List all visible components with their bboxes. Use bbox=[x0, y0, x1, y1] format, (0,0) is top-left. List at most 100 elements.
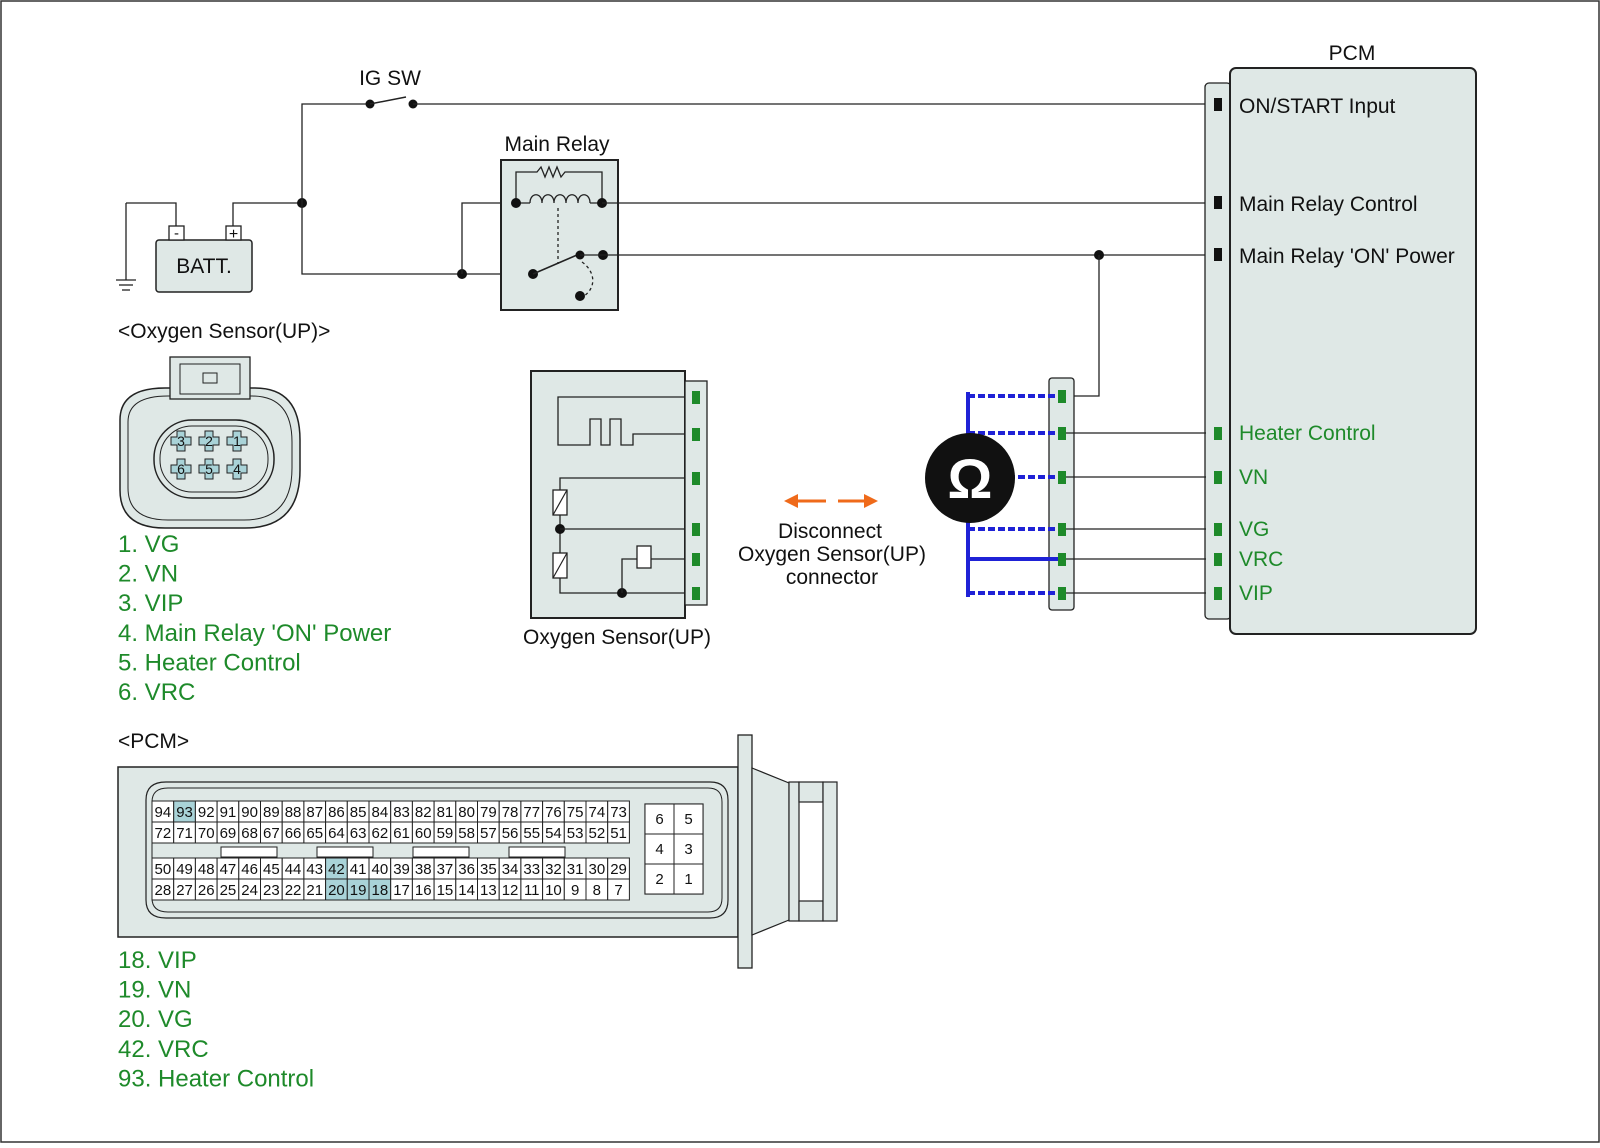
pcm-small-pin-cell bbox=[644, 863, 675, 895]
oxygen-connector-title: <Oxygen Sensor(UP)> bbox=[118, 320, 330, 343]
pcm-connector-pinout-item: 42. VRC bbox=[118, 1036, 209, 1063]
oxygen-connector-pinout-item: 6. VRC bbox=[118, 679, 195, 706]
pcm-pin-number: 32 bbox=[545, 861, 562, 878]
pcm-pin-number: 94 bbox=[155, 804, 172, 821]
pcm-pin-number: 31 bbox=[567, 861, 584, 878]
pcm-pin-number: 28 bbox=[155, 882, 172, 899]
pcm-pin-number: 90 bbox=[241, 804, 258, 821]
oxygen-connector-cavity bbox=[170, 458, 192, 480]
pcm-pin-number: 75 bbox=[567, 804, 584, 821]
pcm-pin-number: 34 bbox=[502, 861, 519, 878]
pcm-pin-number: 23 bbox=[263, 882, 280, 899]
pcm-pin-number: 88 bbox=[285, 804, 302, 821]
pcm-connector-pinout-item: 19. VN bbox=[118, 977, 191, 1004]
pcm-pin-number: 83 bbox=[393, 804, 410, 821]
pcm-pin-number: 21 bbox=[306, 882, 323, 899]
pcm-pin-number: 18 bbox=[372, 882, 389, 899]
pcm-pin-number: 37 bbox=[437, 861, 454, 878]
pcm-connector-pinout-item: 20. VG bbox=[118, 1006, 193, 1033]
pcm-pin-number: 19 bbox=[350, 882, 367, 899]
pcm-module: PCM ON/START Input Main Relay Control Ma… bbox=[1204, 42, 1477, 635]
pcm-title: PCM bbox=[1329, 42, 1376, 65]
pcm-small-pin-cell bbox=[673, 833, 704, 865]
pcm-pin-number: 79 bbox=[480, 804, 497, 821]
pcm-small-pin-number: 5 bbox=[684, 811, 692, 828]
pcm-small-pin-number: 2 bbox=[655, 871, 663, 888]
pcm-pin-number: 30 bbox=[589, 861, 606, 878]
oxygen-connector-cavity-number: 1 bbox=[233, 433, 241, 449]
oxygen-connector-cavity bbox=[198, 458, 220, 480]
oxygen-connector-cavity bbox=[226, 458, 248, 480]
pcm-pin-number: 9 bbox=[571, 882, 579, 899]
pcm-pin-number: 49 bbox=[176, 861, 193, 878]
pcm-pin-number: 22 bbox=[285, 882, 302, 899]
pcm-pin-number: 43 bbox=[306, 861, 323, 878]
pcm-pin-number: 50 bbox=[155, 861, 172, 878]
pcm-pin-on-start-input: ON/START Input bbox=[1239, 95, 1396, 118]
pcm-pin-number: 7 bbox=[614, 882, 622, 899]
pcm-pin-number: 17 bbox=[393, 882, 410, 899]
pcm-pin-number: 45 bbox=[263, 861, 280, 878]
pcm-pin-number: 12 bbox=[502, 882, 519, 899]
disconnect-instruction-line-3: connector bbox=[786, 566, 878, 589]
pcm-pin-number: 53 bbox=[567, 825, 584, 842]
pcm-pin-number: 57 bbox=[480, 825, 497, 842]
oxygen-connector-pinout-item: 2. VN bbox=[118, 561, 178, 588]
pcm-pin-number: 33 bbox=[523, 861, 540, 878]
pcm-pin-number: 69 bbox=[220, 825, 237, 842]
ohmmeter-symbol: Ω bbox=[948, 447, 993, 510]
oxygen-connector-cavity bbox=[198, 430, 220, 452]
ground-icon bbox=[116, 279, 136, 291]
pcm-pin-number: 93 bbox=[176, 804, 193, 821]
pcm-pin-number: 14 bbox=[458, 882, 475, 899]
pcm-pin-number: 56 bbox=[502, 825, 519, 842]
pcm-pin-number: 60 bbox=[415, 825, 432, 842]
pcm-pin-number: 11 bbox=[524, 882, 540, 899]
pcm-pin-number: 42 bbox=[328, 861, 345, 878]
pcm-pin-number: 91 bbox=[220, 804, 237, 821]
power-supply-circuit: - + BATT. IG SW bbox=[116, 67, 1206, 293]
main-relay: Main Relay bbox=[500, 133, 619, 311]
pcm-pin-cell bbox=[607, 878, 630, 901]
pcm-small-pin-number: 6 bbox=[655, 811, 663, 828]
pcm-small-pin-number: 4 bbox=[655, 841, 663, 858]
pcm-pin-number: 48 bbox=[198, 861, 215, 878]
pcm-pin-number: 25 bbox=[220, 882, 237, 899]
oxygen-connector-pinout-item: 4. Main Relay 'ON' Power bbox=[118, 620, 391, 647]
oxygen-connector-cavity-number: 2 bbox=[205, 433, 213, 449]
pcm-pin-number: 52 bbox=[589, 825, 606, 842]
oxygen-connector-cavity-number: 4 bbox=[233, 461, 241, 477]
pcm-pin-number: 66 bbox=[285, 825, 302, 842]
pcm-pin-number: 44 bbox=[285, 861, 302, 878]
pcm-pin-number: 61 bbox=[393, 825, 410, 842]
pcm-pin-number: 67 bbox=[263, 825, 280, 842]
battery-plus-sign: + bbox=[229, 226, 238, 243]
battery-icon: - + BATT. bbox=[155, 225, 253, 293]
oxygen-connector-cavity-number: 6 bbox=[177, 461, 185, 477]
pcm-pin-number: 20 bbox=[328, 882, 345, 899]
pcm-pin-number: 13 bbox=[480, 882, 497, 899]
pcm-pin-number: 39 bbox=[393, 861, 410, 878]
pcm-pin-number: 8 bbox=[593, 882, 601, 899]
pcm-pin-heater-control: Heater Control bbox=[1239, 422, 1376, 445]
pcm-pin-number: 72 bbox=[155, 825, 172, 842]
oxygen-sensor-label: Oxygen Sensor(UP) bbox=[523, 626, 711, 649]
pcm-pin-number: 65 bbox=[306, 825, 323, 842]
pcm-pin-number: 80 bbox=[458, 804, 475, 821]
pcm-pin-number: 54 bbox=[545, 825, 562, 842]
disconnect-arrows-icon bbox=[784, 494, 878, 508]
pcm-pin-number: 47 bbox=[220, 861, 237, 878]
pcm-pin-vn: VN bbox=[1239, 466, 1268, 489]
oxygen-connector-cavity-number: 5 bbox=[205, 461, 213, 477]
pcm-pin-number: 86 bbox=[328, 804, 345, 821]
pcm-pin-number: 92 bbox=[198, 804, 215, 821]
pcm-pin-number: 55 bbox=[523, 825, 540, 842]
pcm-connector-pinout-item: 18. VIP bbox=[118, 947, 197, 974]
pcm-pin-number: 62 bbox=[372, 825, 389, 842]
ig-switch-label: IG SW bbox=[359, 67, 421, 90]
harness-connector bbox=[1048, 377, 1075, 611]
